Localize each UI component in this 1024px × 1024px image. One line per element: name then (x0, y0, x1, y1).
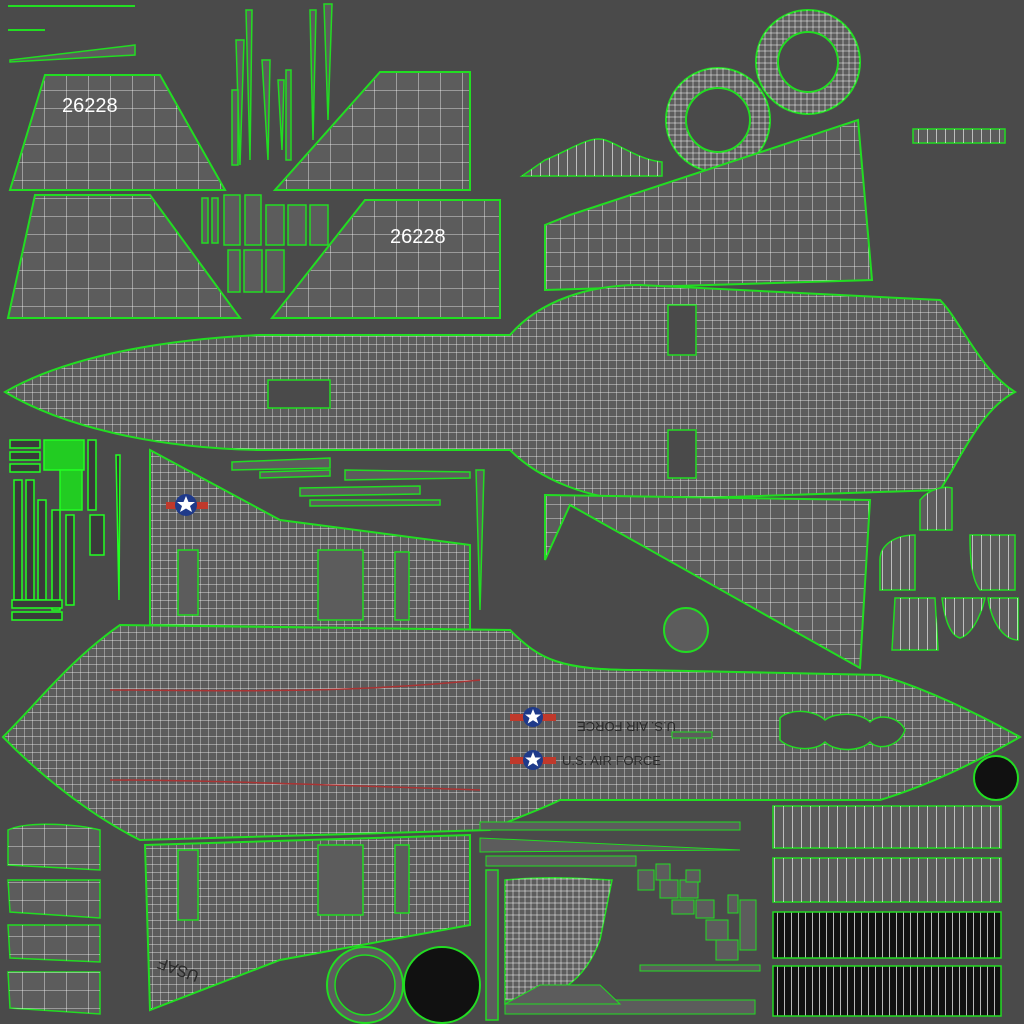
us-air-force-text-2: U.S. AIR FORCE (562, 753, 661, 768)
top-right-bar (912, 128, 1006, 144)
small-ring (663, 607, 709, 653)
insignia-side-1-icon (510, 707, 556, 727)
dark-disc (973, 755, 1019, 801)
tail-number-text: 26228 (62, 95, 118, 117)
insignia-star-icon (166, 494, 208, 516)
wing-lower (544, 493, 872, 670)
tail-fin-lower-left (6, 194, 242, 319)
us-air-force-text: U.S. AIR FORCE (577, 719, 676, 734)
striped-bars (772, 805, 1002, 1017)
top-left-strips (8, 5, 136, 63)
tail-fin-upper-left (8, 74, 227, 191)
left-bottom-panels (7, 823, 101, 1015)
tail-number-text-2: 26228 (390, 226, 446, 248)
mid-spikes (231, 457, 485, 611)
ring-large (755, 9, 861, 115)
tail-fin-lower-right (269, 199, 501, 319)
small-panel-grid (201, 194, 329, 293)
fuselage-side (1, 623, 1023, 842)
tail-fin-upper-right (272, 71, 471, 191)
nozzle-fan (479, 821, 761, 1021)
center-spikes (231, 3, 333, 166)
ring-bottom-1 (326, 946, 404, 1024)
stabilizer-bottom (143, 833, 471, 1012)
stabilizer-top (149, 448, 471, 632)
scattered-pieces (637, 863, 757, 961)
left-green-cluster (9, 439, 121, 621)
insignia-side-2-icon (510, 750, 556, 770)
canopy-strip (519, 138, 663, 177)
ring-bottom-2-dark (403, 946, 481, 1024)
fuselage-top (3, 283, 1018, 502)
wing-upper (544, 118, 874, 292)
ring-medium (665, 67, 771, 173)
